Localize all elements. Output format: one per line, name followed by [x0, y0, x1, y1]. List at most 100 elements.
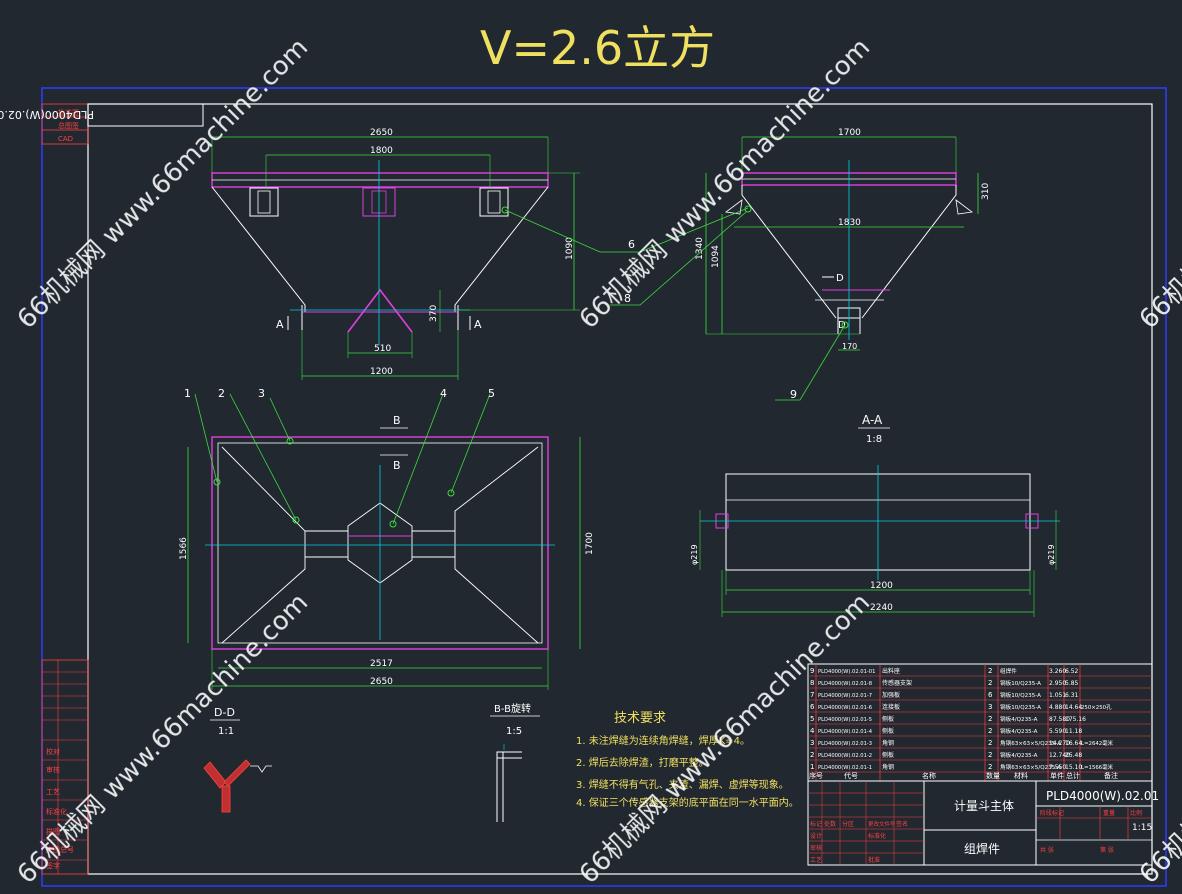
dim-aa-outer: 2240 — [870, 603, 893, 613]
drawing-title: V=2.6立方 — [480, 21, 715, 75]
front-view — [211, 136, 580, 380]
bom-cell-qty: 2 — [988, 679, 992, 687]
view-aa-label: A-A — [862, 413, 883, 427]
svg-text:比例: 比例 — [1130, 809, 1142, 817]
dim-right-310: 310 — [981, 183, 991, 200]
bom-cell-mat: 钢板10/Q235-A — [1000, 679, 1041, 687]
strip-label-2: 总图签 — [58, 121, 79, 130]
balloon-5: 5 — [488, 387, 495, 400]
bom-cell-name: 侧板 — [882, 715, 894, 723]
svg-text:批准: 批准 — [868, 856, 880, 864]
tech-item-2: 2. 焊后去除焊渣，打磨平整。 — [576, 756, 709, 769]
bom-cell-no: 8 — [810, 679, 814, 687]
dd-detail — [203, 759, 272, 813]
bom-cell-name: 侧板 — [882, 727, 894, 735]
bom-cell-unit: 1.051 — [1049, 692, 1066, 699]
bom-cell-mat: 钢板10/Q235-A — [1000, 703, 1041, 711]
bom-cell-no: 3 — [810, 739, 814, 747]
dim-aa-left: φ219 — [690, 544, 699, 565]
aa-view — [699, 465, 1060, 617]
dim-mid-h: 370 — [429, 305, 439, 322]
left-strip-bottom: 校对 审核 工艺 标准化 描图 底图总号 签字 — [41, 659, 89, 875]
bom-cell-no: 2 — [810, 751, 814, 759]
plan-view — [187, 393, 581, 690]
svg-text:序号: 序号 — [809, 771, 823, 780]
svg-text:更改文件号: 更改文件号 — [868, 820, 896, 828]
bom-cell-no: 6 — [810, 703, 815, 711]
svg-text:单件: 单件 — [1050, 771, 1064, 780]
side-view — [705, 136, 979, 351]
bom-cell-code: PLD4000(W).02.01-5 — [818, 717, 872, 723]
balloon-4: 4 — [440, 387, 447, 400]
bom-cell-code: PLD4000(W).02.01-8 — [818, 681, 872, 687]
dim-plan-h: 1566 — [179, 537, 189, 560]
tech-item-3: 3. 焊缝不得有气孔、夹渣、漏焊、虚焊等现象。 — [576, 778, 789, 791]
view-dd-scale: 1:1 — [218, 726, 234, 737]
bom-cell-unit: 3.260 — [1049, 668, 1066, 675]
bom-cell-total: 15.10 — [1065, 764, 1082, 771]
bom-cell-mat: 钢板4/Q235-A — [1000, 751, 1038, 759]
svg-text:总计: 总计 — [1066, 771, 1080, 780]
view-aa-scale: 1:8 — [866, 434, 882, 445]
svg-text:标准化: 标准化 — [46, 807, 67, 816]
dim-bottom-w: 510 — [374, 344, 391, 354]
svg-text:工艺: 工艺 — [46, 788, 60, 796]
strip-label-1: 批准签 — [58, 108, 79, 117]
svg-text:描图: 描图 — [46, 827, 60, 836]
bom-cell-total: 16.64 — [1065, 740, 1082, 747]
part-name: 计量斗主体 — [954, 799, 1014, 813]
bom-cell-note: L=1566毫米 — [1081, 763, 1114, 771]
bom-cell-unit: 14.270 — [1049, 740, 1070, 747]
bom-cell-name: 侧板 — [882, 751, 894, 759]
dim-right-1340: 1340 — [695, 237, 705, 260]
svg-text:审核: 审核 — [46, 765, 60, 774]
bb-detail — [496, 744, 522, 822]
bom-cell-qty: 2 — [988, 763, 992, 771]
strip-label-3: CAD — [58, 135, 73, 143]
bom-cell-unit: 2.950 — [1049, 680, 1066, 687]
svg-text:共 张: 共 张 — [1040, 846, 1054, 854]
bom-cell-note: 250×250孔 — [1081, 703, 1112, 711]
section-label-d: D — [836, 273, 844, 284]
svg-text:底图总号: 底图总号 — [46, 845, 74, 854]
bom-cell-qty: 6 — [988, 691, 993, 699]
svg-text:设计: 设计 — [810, 832, 822, 840]
bom-cell-no: 1 — [810, 763, 814, 771]
bom-table — [807, 663, 1153, 782]
bom-cell-qty: 3 — [988, 703, 992, 711]
drawing-no-box — [87, 103, 204, 127]
outer-frame — [41, 87, 1167, 887]
svg-text:审核: 审核 — [810, 844, 822, 852]
bom-cell-mat: 钢板10/Q235-A — [1000, 691, 1041, 699]
dim-right-top: 1700 — [838, 128, 861, 138]
bom-cell-total: 6.31 — [1065, 692, 1079, 699]
svg-text:签名: 签名 — [896, 820, 908, 828]
dim-plan-right-h: 1700 — [585, 532, 595, 555]
section-label-a-left: A — [276, 318, 284, 331]
section-label-b-bottom: B — [393, 459, 401, 472]
section-label-a-right: A — [474, 318, 482, 331]
svg-text:签字: 签字 — [46, 861, 60, 870]
part-type: 组焊件 — [964, 841, 1000, 856]
svg-text:代号: 代号 — [844, 771, 858, 780]
bom-cell-name: 出料座 — [882, 667, 900, 675]
bom-cell-mat: 钢板4/Q235-A — [1000, 715, 1038, 723]
svg-text:工艺: 工艺 — [810, 856, 822, 864]
bom-header: 序号 代号 名称 数量 材料 单件 总计 备注 — [809, 771, 1118, 780]
bom-cell-name: 加强板 — [882, 691, 900, 699]
bom-cell-total: 25.48 — [1065, 752, 1082, 759]
bom-cell-code: PLD4000(W).02.01-01 — [818, 669, 875, 675]
bom-cell-qty: 2 — [988, 727, 992, 735]
dim-plan-w-out: 2650 — [370, 677, 393, 687]
bom-cell-name: 传感器支架 — [882, 679, 912, 687]
section-label-b-top: B — [393, 414, 401, 427]
balloon-8: 8 — [624, 292, 631, 305]
bom-cell-unit: 12.740 — [1049, 752, 1070, 759]
bom-cell-code: PLD4000(W).02.01-1 — [818, 765, 872, 771]
balloon-3: 3 — [258, 387, 265, 400]
